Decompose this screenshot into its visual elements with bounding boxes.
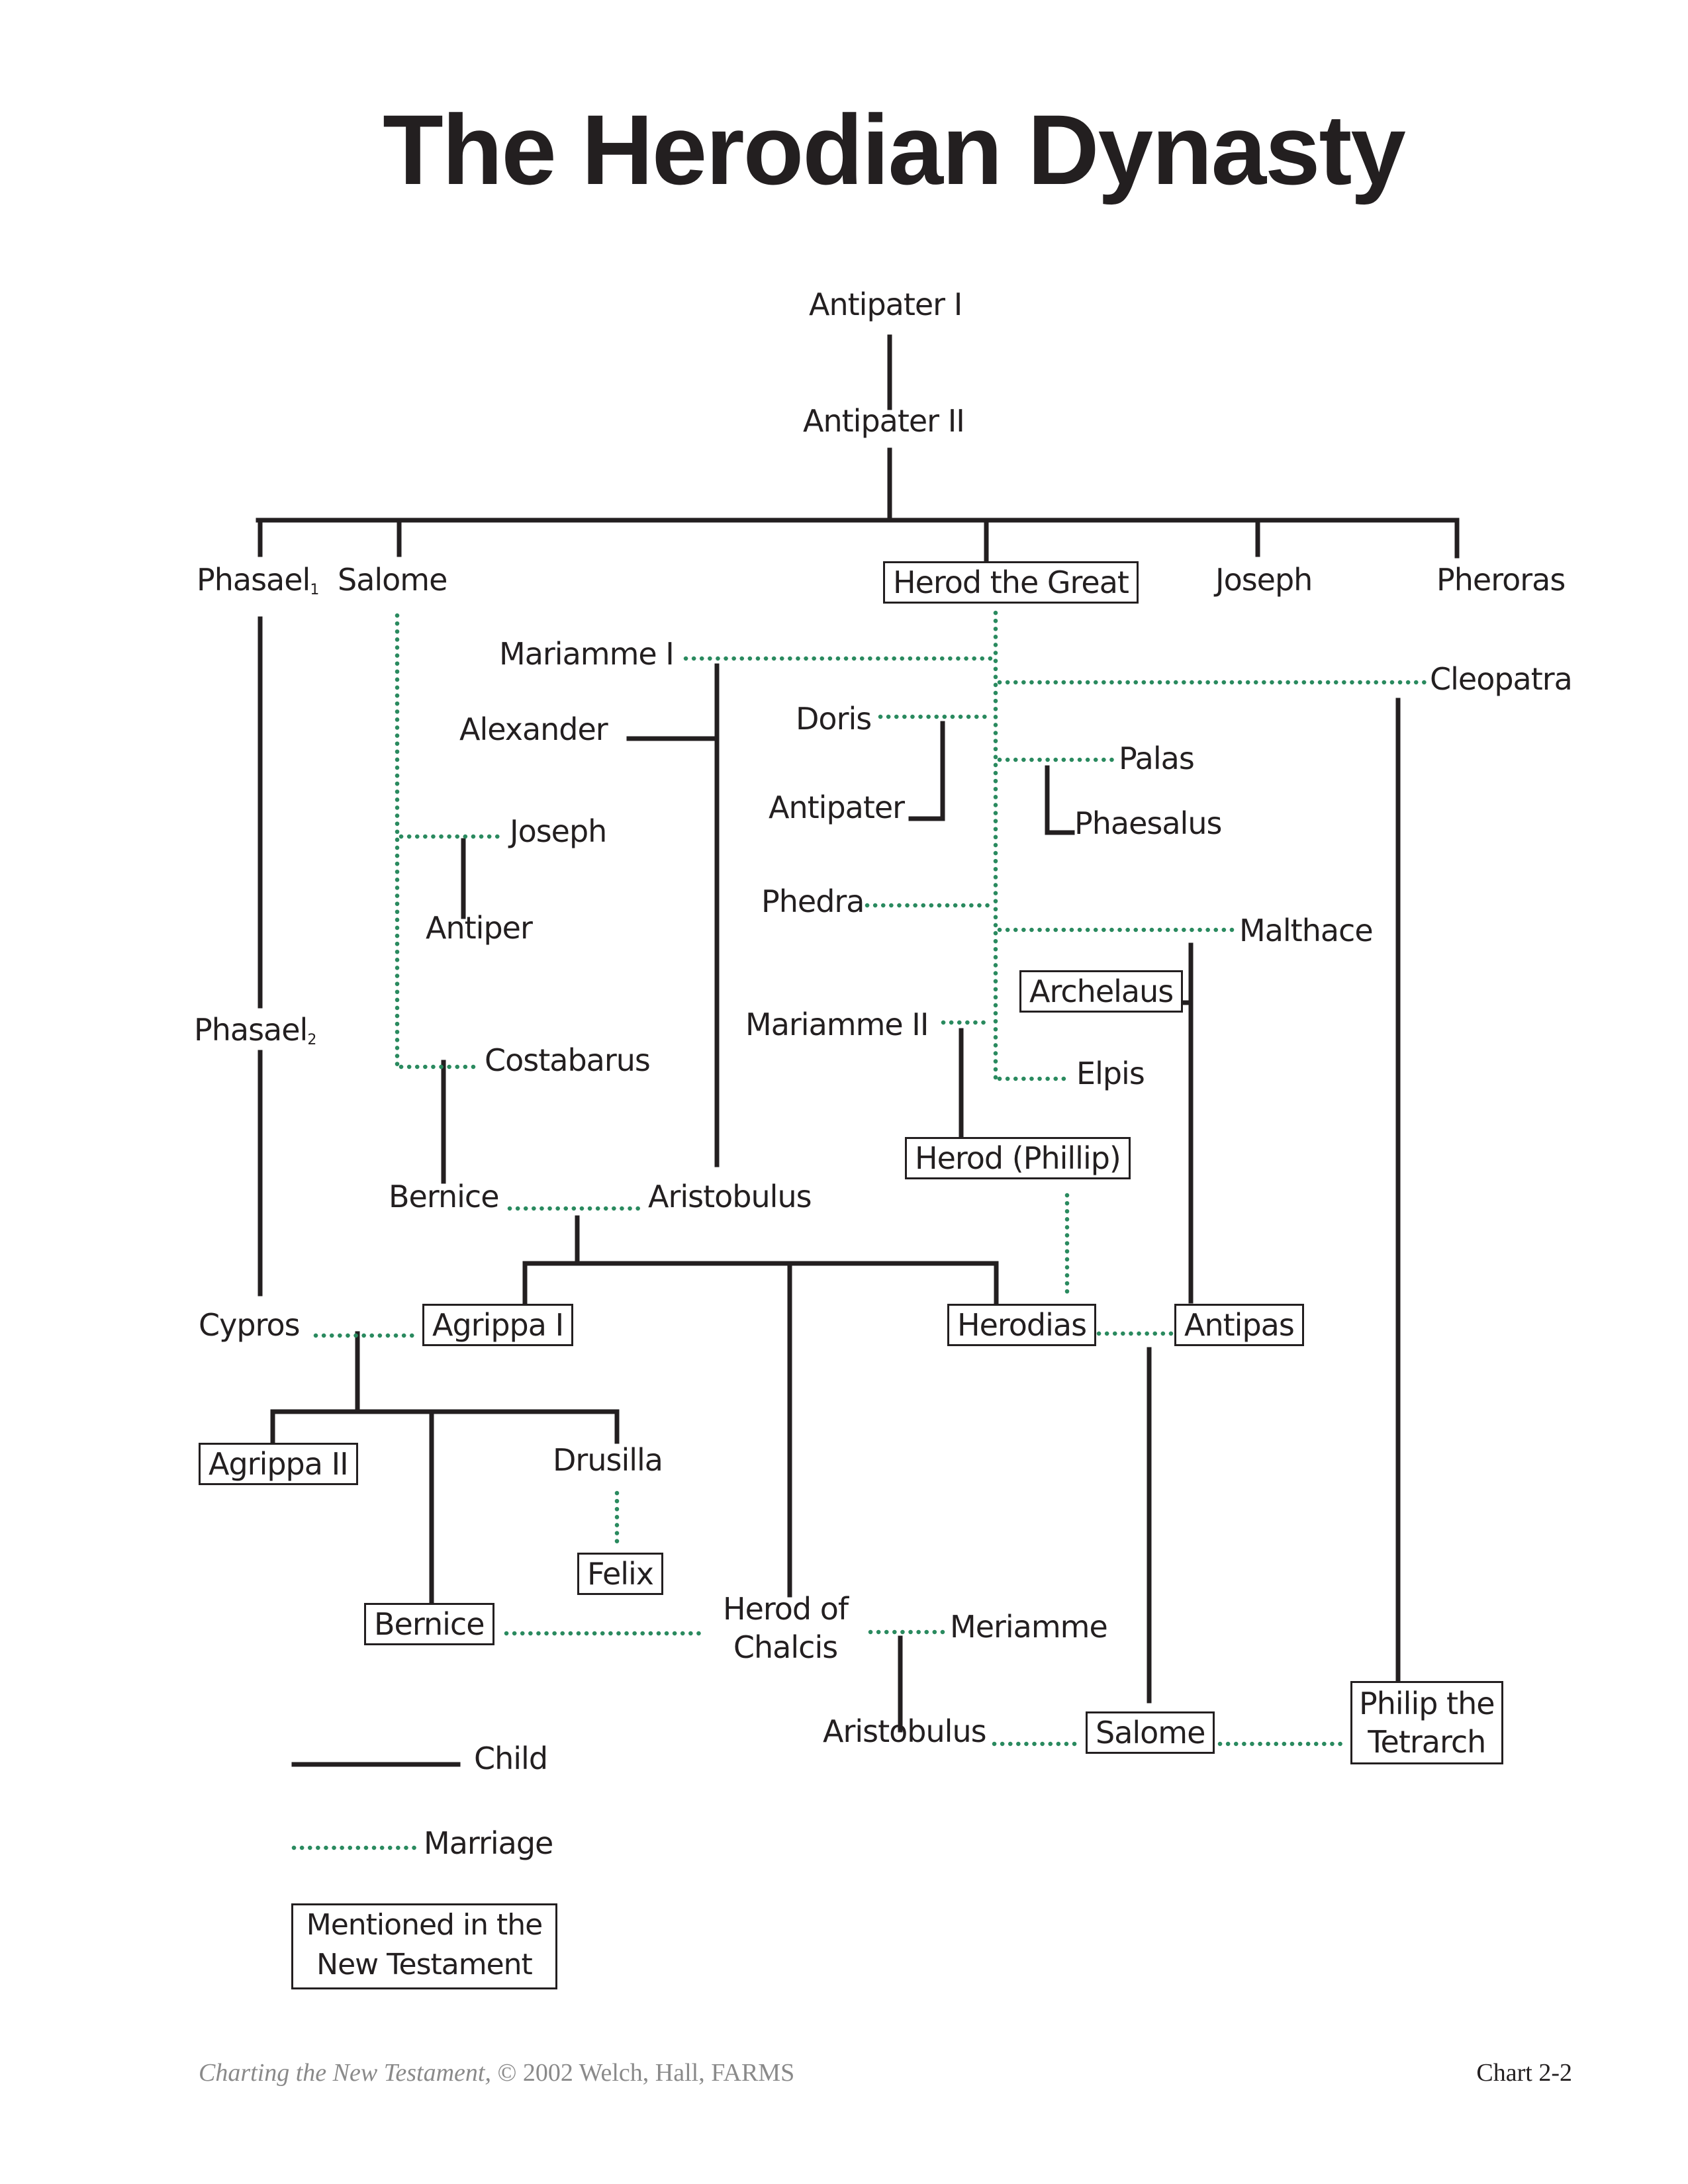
person-name: Phaesalus — [1074, 805, 1222, 841]
person-salome-sister: Salome — [338, 563, 447, 597]
person-name: Phedra — [761, 884, 865, 919]
person-name: Phasael — [197, 562, 310, 598]
person-name: Antipater — [769, 790, 905, 825]
person-aristobulus-son: Aristobulus — [823, 1713, 987, 1749]
person-name: Doris — [796, 701, 872, 737]
person-name: Elpis — [1076, 1056, 1145, 1091]
person-joseph-brother: Joseph — [1215, 562, 1313, 598]
person-joseph-husband: Joseph — [510, 813, 607, 849]
person-name: Joseph — [1215, 562, 1313, 598]
footer-chart-number: Chart 2-2 — [1476, 2059, 1572, 2087]
person-antipater-1: Antipater I — [809, 287, 962, 322]
person-bernice-mother: Bernice — [389, 1179, 499, 1214]
person-name: Archelaus — [1029, 974, 1174, 1009]
person-bernice-daughter: Bernice — [364, 1603, 494, 1645]
person-drusilla: Drusilla — [553, 1443, 663, 1477]
person-costabarus: Costabarus — [485, 1042, 651, 1078]
person-name: Bernice — [374, 1606, 485, 1642]
person-name: Antipater I — [809, 287, 962, 322]
person-name-line: Tetrarch — [1368, 1724, 1486, 1760]
person-agrippa-1: Agrippa I — [422, 1304, 574, 1346]
footer-source: Charting the New Testament, © 2002 Welch… — [199, 2058, 794, 2087]
person-name: Antiper — [426, 910, 533, 946]
person-archelaus: Archelaus — [1019, 970, 1184, 1013]
person-elpis: Elpis — [1076, 1056, 1145, 1091]
person-name: Cleopatra — [1430, 661, 1573, 697]
person-name: Felix — [587, 1556, 654, 1592]
legend-child-label: Child — [474, 1741, 548, 1776]
legend-marriage-label: Marriage — [424, 1825, 553, 1861]
person-phasael-1: Phasael1 — [197, 562, 319, 608]
person-aristobulus-father: Aristobulus — [648, 1179, 812, 1214]
person-malthace: Malthace — [1239, 913, 1374, 948]
person-palas: Palas — [1119, 741, 1195, 776]
person-name: Herod the Great — [893, 565, 1129, 600]
person-salome-daughter: Salome — [1086, 1711, 1215, 1754]
person-mariamme-2: Mariamme II — [745, 1007, 929, 1042]
person-name: Aristobulus — [823, 1713, 987, 1749]
person-phasael-2: Phasael2 — [194, 1013, 316, 1058]
person-name: Pheroras — [1436, 562, 1566, 598]
person-herodias: Herodias — [947, 1304, 1097, 1346]
person-pheroras: Pheroras — [1436, 562, 1566, 598]
person-cypros: Cypros — [199, 1307, 301, 1343]
person-antipas: Antipas — [1174, 1304, 1304, 1346]
person-meriamme: Meriamme — [950, 1609, 1108, 1645]
person-phedra: Phedra — [761, 884, 865, 919]
person-name: Costabarus — [485, 1042, 651, 1078]
person-name: Herod (Phillip) — [915, 1140, 1121, 1176]
person-alexander: Alexander — [459, 712, 608, 747]
page-title: The Herodian Dynasty — [383, 94, 1406, 205]
person-name: Antipater II — [803, 403, 965, 439]
person-name: Mariamme I — [499, 636, 675, 672]
footer-source-title: Charting the New Testament, — [199, 2059, 491, 2087]
legend-nt-line-2: New Testament — [316, 1948, 533, 1981]
legend-nt-line-1: Mentioned in the — [306, 1908, 543, 1942]
person-name: Salome — [1096, 1715, 1205, 1751]
person-mariamme-1: Mariamme I — [499, 636, 675, 672]
person-agrippa-2: Agrippa II — [199, 1443, 358, 1485]
person-name: Drusilla — [553, 1442, 663, 1478]
person-name: Phasael — [194, 1012, 308, 1048]
person-name: Malthace — [1239, 913, 1374, 948]
footer-source-rest: © 2002 Welch, Hall, FARMS — [491, 2059, 795, 2087]
person-name-line: Philip the — [1359, 1686, 1495, 1721]
person-name: Herodias — [957, 1307, 1087, 1343]
person-name-line: Chalcis — [733, 1629, 838, 1665]
person-antipater-2: Antipater II — [803, 403, 965, 439]
person-name: Bernice — [389, 1179, 499, 1214]
person-herod-great: Herod the Great — [883, 561, 1139, 604]
person-name: Agrippa I — [432, 1307, 564, 1343]
person-name: Antipas — [1184, 1307, 1295, 1343]
person-name: Aristobulus — [648, 1179, 812, 1214]
person-name: Meriamme — [950, 1609, 1108, 1645]
person-name-line: Herod of — [723, 1591, 849, 1627]
person-name: Palas — [1119, 741, 1195, 776]
person-antipater-son: Antipater — [769, 790, 905, 825]
person-name-subscript: 2 — [307, 1032, 316, 1048]
person-antiper: Antiper — [426, 910, 533, 946]
person-name: Cypros — [199, 1307, 301, 1343]
person-name: Agrippa II — [209, 1446, 349, 1482]
person-name: Salome — [338, 562, 447, 598]
person-name: Mariamme II — [745, 1007, 929, 1042]
person-felix: Felix — [577, 1553, 664, 1595]
legend-nt-box: Mentioned in the New Testament — [291, 1903, 557, 1989]
person-name: Alexander — [459, 711, 608, 747]
person-name: Joseph — [510, 813, 607, 849]
person-name-subscript: 1 — [310, 582, 319, 598]
person-phaesalus: Phaesalus — [1074, 805, 1222, 841]
person-doris: Doris — [796, 701, 872, 737]
person-cleopatra: Cleopatra — [1430, 661, 1573, 697]
person-herod-phillip: Herod (Phillip) — [905, 1137, 1131, 1179]
